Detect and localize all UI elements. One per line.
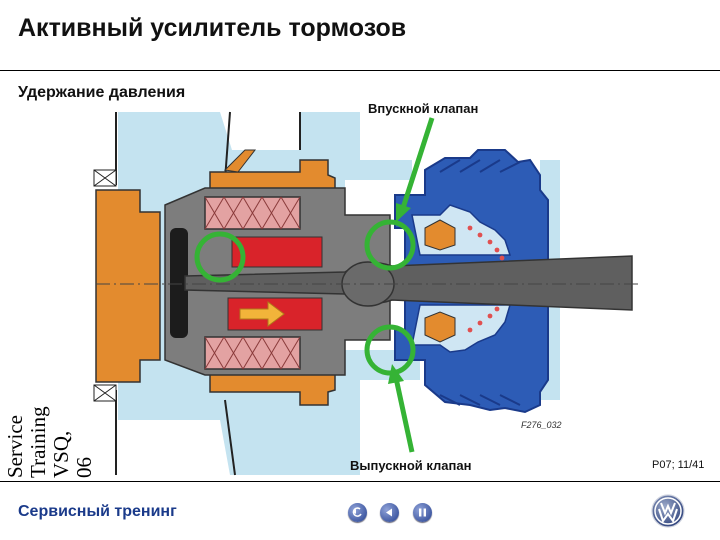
service-training-side-text: Service Training VSQ, 06	[3, 406, 96, 478]
bottom-divider	[0, 481, 720, 482]
black-disc	[170, 228, 188, 338]
inlet-valve-label: Впускной клапан	[368, 101, 479, 116]
outlet-arrow	[388, 364, 415, 453]
outlet-valve-label: Выпускной клапан	[350, 458, 472, 473]
red-chamber-top	[231, 236, 323, 268]
inlet-arrow	[396, 117, 435, 222]
vw-logo-icon	[651, 494, 685, 528]
pause-button[interactable]	[413, 503, 432, 522]
footer-label: Сервисный тренинг	[18, 503, 177, 520]
side-text-line: 06	[72, 457, 96, 478]
housing-outline	[115, 111, 301, 476]
figure-code: F276_032	[521, 420, 562, 430]
yellow-arrow	[239, 301, 285, 327]
return-button[interactable]	[348, 503, 367, 522]
page-number: P07; 11/41	[652, 459, 705, 471]
orange-seal-bottom	[424, 311, 456, 343]
highlight-circle-left	[194, 231, 246, 283]
side-text-line: Service	[3, 415, 27, 478]
coil-top	[204, 196, 301, 230]
orange-flange	[95, 189, 161, 383]
slide-title: Активный усилитель тормозов	[18, 14, 407, 42]
bellows-ridges	[439, 159, 521, 406]
side-text-line: VSQ,	[49, 430, 73, 478]
pause-icon	[419, 508, 426, 517]
previous-icon	[386, 508, 392, 517]
coil-bottom	[204, 336, 301, 370]
previous-button[interactable]	[380, 503, 399, 522]
side-text-line: Training	[26, 406, 50, 478]
orange-seal-top	[424, 219, 456, 251]
highlight-circle-outlet	[364, 324, 416, 376]
highlight-circle-inlet	[364, 219, 416, 271]
top-divider	[0, 70, 720, 71]
slide-subtitle: Удержание давления	[18, 84, 186, 101]
orange-bracket	[223, 149, 257, 173]
bearing-boxes	[93, 169, 117, 402]
return-icon	[352, 507, 362, 517]
